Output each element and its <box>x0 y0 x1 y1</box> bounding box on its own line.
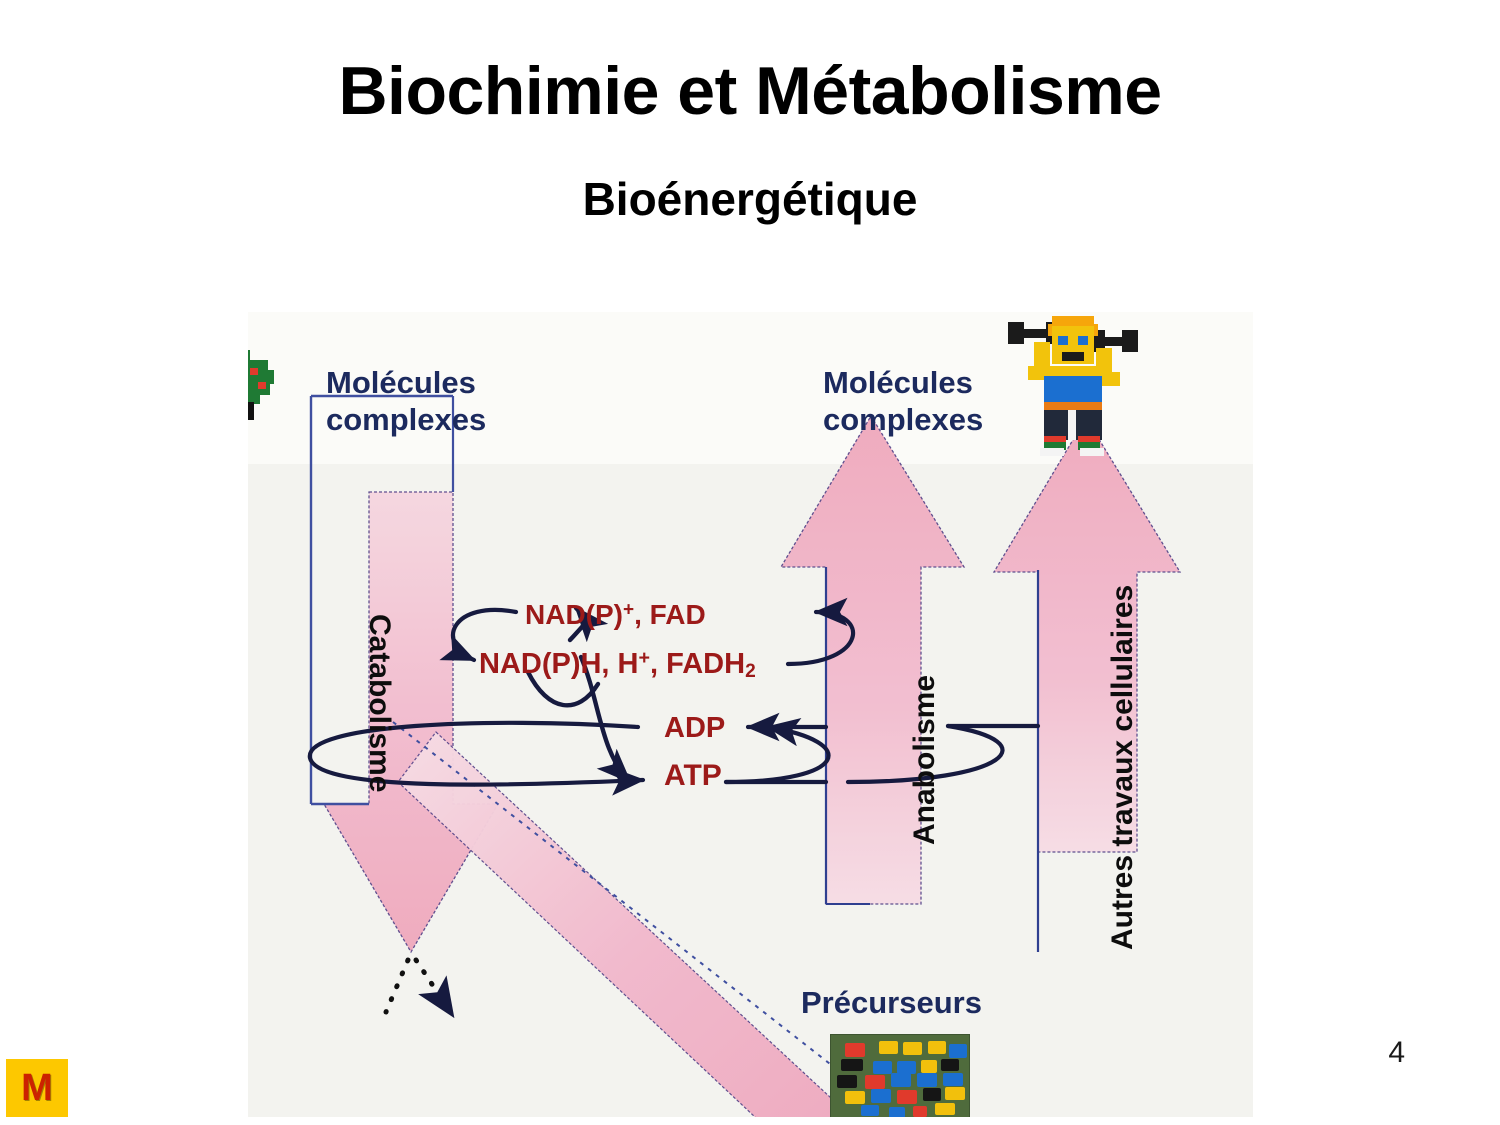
page-subtitle: Bioénergétique <box>582 173 918 225</box>
logo-badge: M <box>6 1059 68 1117</box>
label-adp: ADP <box>664 712 726 744</box>
autres-travaux-arrow-shape <box>992 416 1182 853</box>
lego-weightlifter-image <box>1000 312 1146 456</box>
label-nad-p-fad: NAD(P)+, FAD <box>525 599 706 630</box>
label-precurseurs: Précurseurs <box>801 985 982 1020</box>
label-molecules-complexes-left: Molécules complexes <box>326 365 487 437</box>
lego-bricks-image <box>830 1034 970 1117</box>
label-nadph-fadh2: NAD(P)H, H+, FADH2 <box>479 647 756 683</box>
metabolism-diagram: Molécules complexes Molécules complexes … <box>248 312 1253 1117</box>
label-autres-travaux-cellulaires: Autres travaux cellulaires <box>1106 584 1139 950</box>
label-molecules-complexes-right: Molécules complexes <box>823 365 984 437</box>
label-atp: ATP <box>664 759 722 792</box>
page-title: Biochimie et Métabolisme <box>338 53 1162 129</box>
label-catabolisme: Catabolisme <box>363 614 396 793</box>
logo-letter: M <box>21 1067 53 1109</box>
page-number: 4 <box>1388 1036 1405 1069</box>
label-anabolisme: Anabolisme <box>908 674 941 845</box>
lego-chicken-image <box>248 334 288 452</box>
